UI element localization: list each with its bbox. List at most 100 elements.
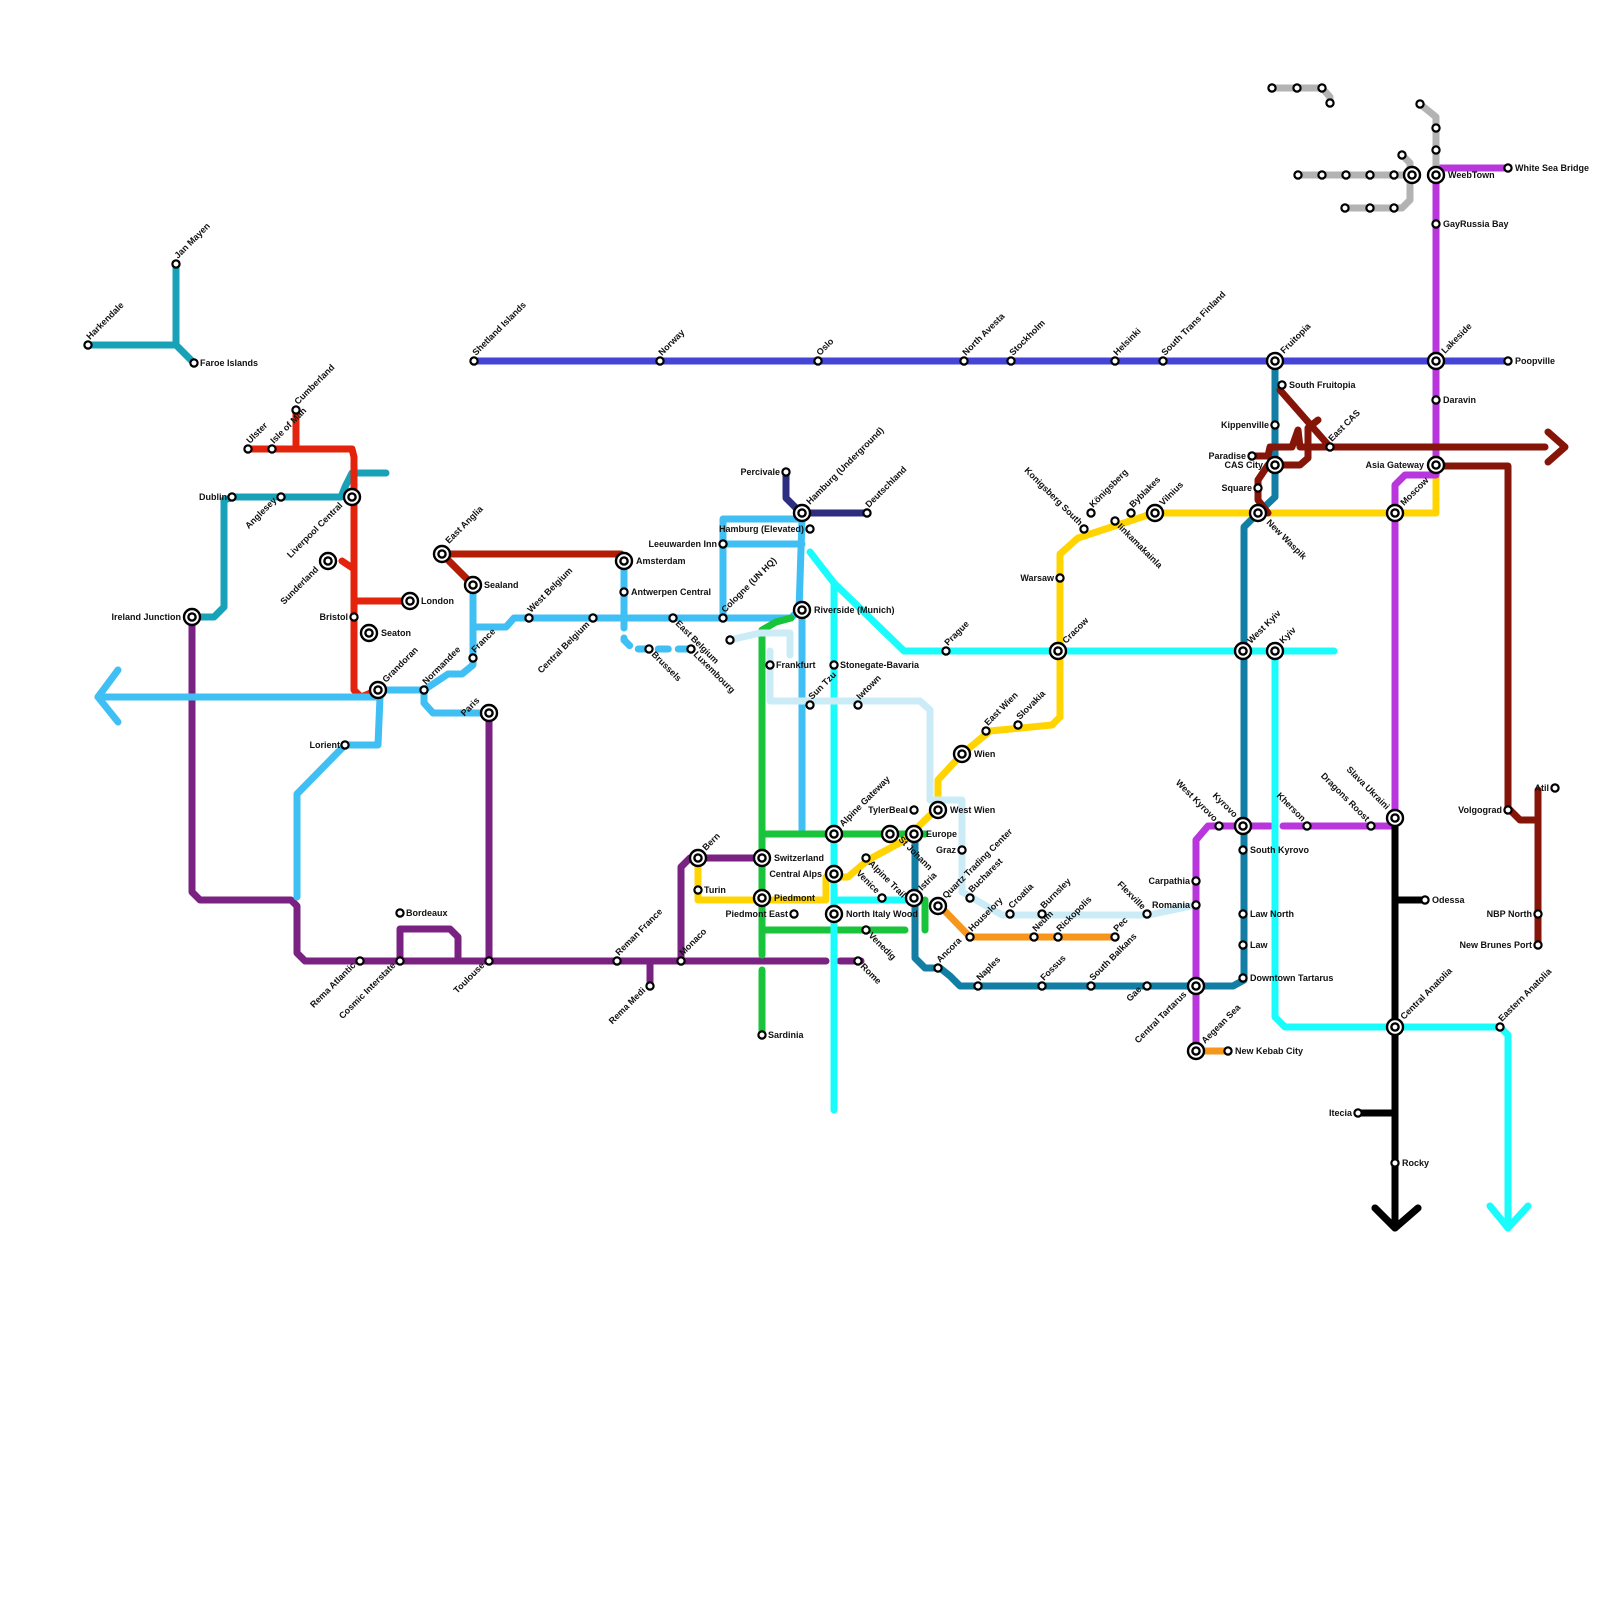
station-alpine-trail[interactable]: [861, 853, 871, 863]
interchange-liverpool-central[interactable]: [342, 487, 362, 507]
station-toulouse[interactable]: [484, 956, 494, 966]
station-unnamed[interactable]: [1292, 83, 1302, 93]
station-east-belgium[interactable]: [668, 613, 678, 623]
interchange-central-anatolia[interactable]: [1385, 1017, 1405, 1037]
interchange-slava-ukraini[interactable]: [1385, 808, 1405, 828]
station-harkendale[interactable]: [83, 340, 93, 350]
station-iinkamakainla[interactable]: [1110, 516, 1120, 526]
station-norway[interactable]: [655, 356, 665, 366]
station-naples[interactable]: [973, 981, 983, 991]
station-venedig[interactable]: [861, 925, 871, 935]
interchange-west-wien[interactable]: [928, 800, 948, 820]
station-east-cas[interactable]: [1325, 442, 1335, 452]
station-bordeaux[interactable]: [395, 908, 405, 918]
interchange-grandoran[interactable]: [368, 680, 388, 700]
interchange-amsterdam[interactable]: [614, 551, 634, 571]
station-konigsberg-south[interactable]: [1079, 524, 1089, 534]
station-west-belgium[interactable]: [524, 613, 534, 623]
station-east-wien[interactable]: [981, 726, 991, 736]
station-neum[interactable]: [1029, 932, 1039, 942]
station-luxembourg[interactable]: [686, 644, 696, 654]
station-burnsley[interactable]: [1037, 909, 1047, 919]
station-anglesey[interactable]: [276, 492, 286, 502]
station-rocky[interactable]: [1390, 1158, 1400, 1168]
station-flexville[interactable]: [1142, 909, 1152, 919]
station-law[interactable]: [1238, 940, 1248, 950]
station-kippenville[interactable]: [1270, 420, 1280, 430]
station-k-nigsberg[interactable]: [1086, 508, 1096, 518]
interchange-vilnius[interactable]: [1145, 503, 1165, 523]
station-croatia[interactable]: [1005, 909, 1015, 919]
station-nbp-north[interactable]: [1533, 909, 1543, 919]
station-north-avesta[interactable]: [959, 356, 969, 366]
station-fossus[interactable]: [1037, 981, 1047, 991]
station-percivale[interactable]: [781, 467, 791, 477]
interchange-st-johann[interactable]: [880, 824, 900, 844]
station-leeuwarden-inn[interactable]: [718, 539, 728, 549]
interchange-alpine-gateway[interactable]: [824, 824, 844, 844]
station-cumberland[interactable]: [291, 405, 301, 415]
station-france[interactable]: [468, 653, 478, 663]
station-odessa[interactable]: [1420, 895, 1430, 905]
interchange-europe[interactable]: [904, 824, 924, 844]
station-slovakia[interactable]: [1013, 720, 1023, 730]
interchange-seaton[interactable]: [359, 623, 379, 643]
station-south-fruitopia[interactable]: [1277, 380, 1287, 390]
station-lorient[interactable]: [340, 740, 350, 750]
station-oslo[interactable]: [813, 356, 823, 366]
interchange-bern[interactable]: [688, 848, 708, 868]
interchange-unnamed[interactable]: [1402, 165, 1422, 185]
station-volgograd[interactable]: [1503, 805, 1513, 815]
interchange-central-tartarus[interactable]: [1186, 976, 1206, 996]
station-warsaw[interactable]: [1055, 573, 1065, 583]
station-dragons-roost[interactable]: [1366, 821, 1376, 831]
station-brussels[interactable]: [644, 644, 654, 654]
station-byblakes[interactable]: [1126, 508, 1136, 518]
station-isle-of-man[interactable]: [267, 444, 277, 454]
station-jan-mayen[interactable]: [171, 259, 181, 269]
interchange-lakeside[interactable]: [1426, 351, 1446, 371]
station-tylerbeal[interactable]: [909, 805, 919, 815]
station-new-brunes-port[interactable]: [1533, 940, 1543, 950]
interchange-piedmont[interactable]: [752, 888, 772, 908]
interchange-sunderland[interactable]: [318, 551, 338, 571]
station-cosmic-interstate[interactable]: [395, 956, 405, 966]
station-unnamed[interactable]: [1325, 98, 1335, 108]
interchange-east-anglia[interactable]: [432, 544, 452, 564]
station-unnamed[interactable]: [1389, 203, 1399, 213]
interchange-quartz-trading-center[interactable]: [928, 896, 948, 916]
station-unnamed[interactable]: [1340, 203, 1350, 213]
station-cologne-un-hq[interactable]: [718, 613, 728, 623]
interchange-fruitopia[interactable]: [1265, 351, 1285, 371]
station-unnamed[interactable]: [1389, 170, 1399, 180]
station-rema-medi[interactable]: [645, 981, 655, 991]
station-carpathia[interactable]: [1191, 876, 1201, 886]
station-piedmont-east[interactable]: [789, 909, 799, 919]
station-south-trans-finland[interactable]: [1158, 356, 1168, 366]
station-paradise[interactable]: [1247, 451, 1257, 461]
station-rome[interactable]: [853, 956, 863, 966]
station-new-kebab-city[interactable]: [1223, 1046, 1233, 1056]
interchange-north-italy-wood[interactable]: [824, 904, 844, 924]
station-iwtown[interactable]: [853, 700, 863, 710]
station-square[interactable]: [1253, 483, 1263, 493]
station-rema-atlantic[interactable]: [355, 956, 365, 966]
station-graz[interactable]: [957, 845, 967, 855]
station-law-north[interactable]: [1238, 909, 1248, 919]
station-shetland-islands[interactable]: [469, 356, 479, 366]
station-faroe-islands[interactable]: [189, 358, 199, 368]
station-unnamed[interactable]: [1293, 170, 1303, 180]
station-downtown-tartarus[interactable]: [1238, 973, 1248, 983]
station-unnamed[interactable]: [725, 635, 735, 645]
interchange-central-alps[interactable]: [824, 864, 844, 884]
station-unnamed[interactable]: [1317, 170, 1327, 180]
station-ancora[interactable]: [933, 963, 943, 973]
station-reman-france[interactable]: [612, 956, 622, 966]
station-unnamed[interactable]: [1431, 123, 1441, 133]
interchange-wien[interactable]: [952, 744, 972, 764]
station-unnamed[interactable]: [1415, 99, 1425, 109]
interchange-west-kyiv[interactable]: [1233, 641, 1253, 661]
interchange-cas-city[interactable]: [1265, 455, 1285, 475]
station-normandee[interactable]: [419, 685, 429, 695]
station-hamburg-elevated[interactable]: [805, 524, 815, 534]
